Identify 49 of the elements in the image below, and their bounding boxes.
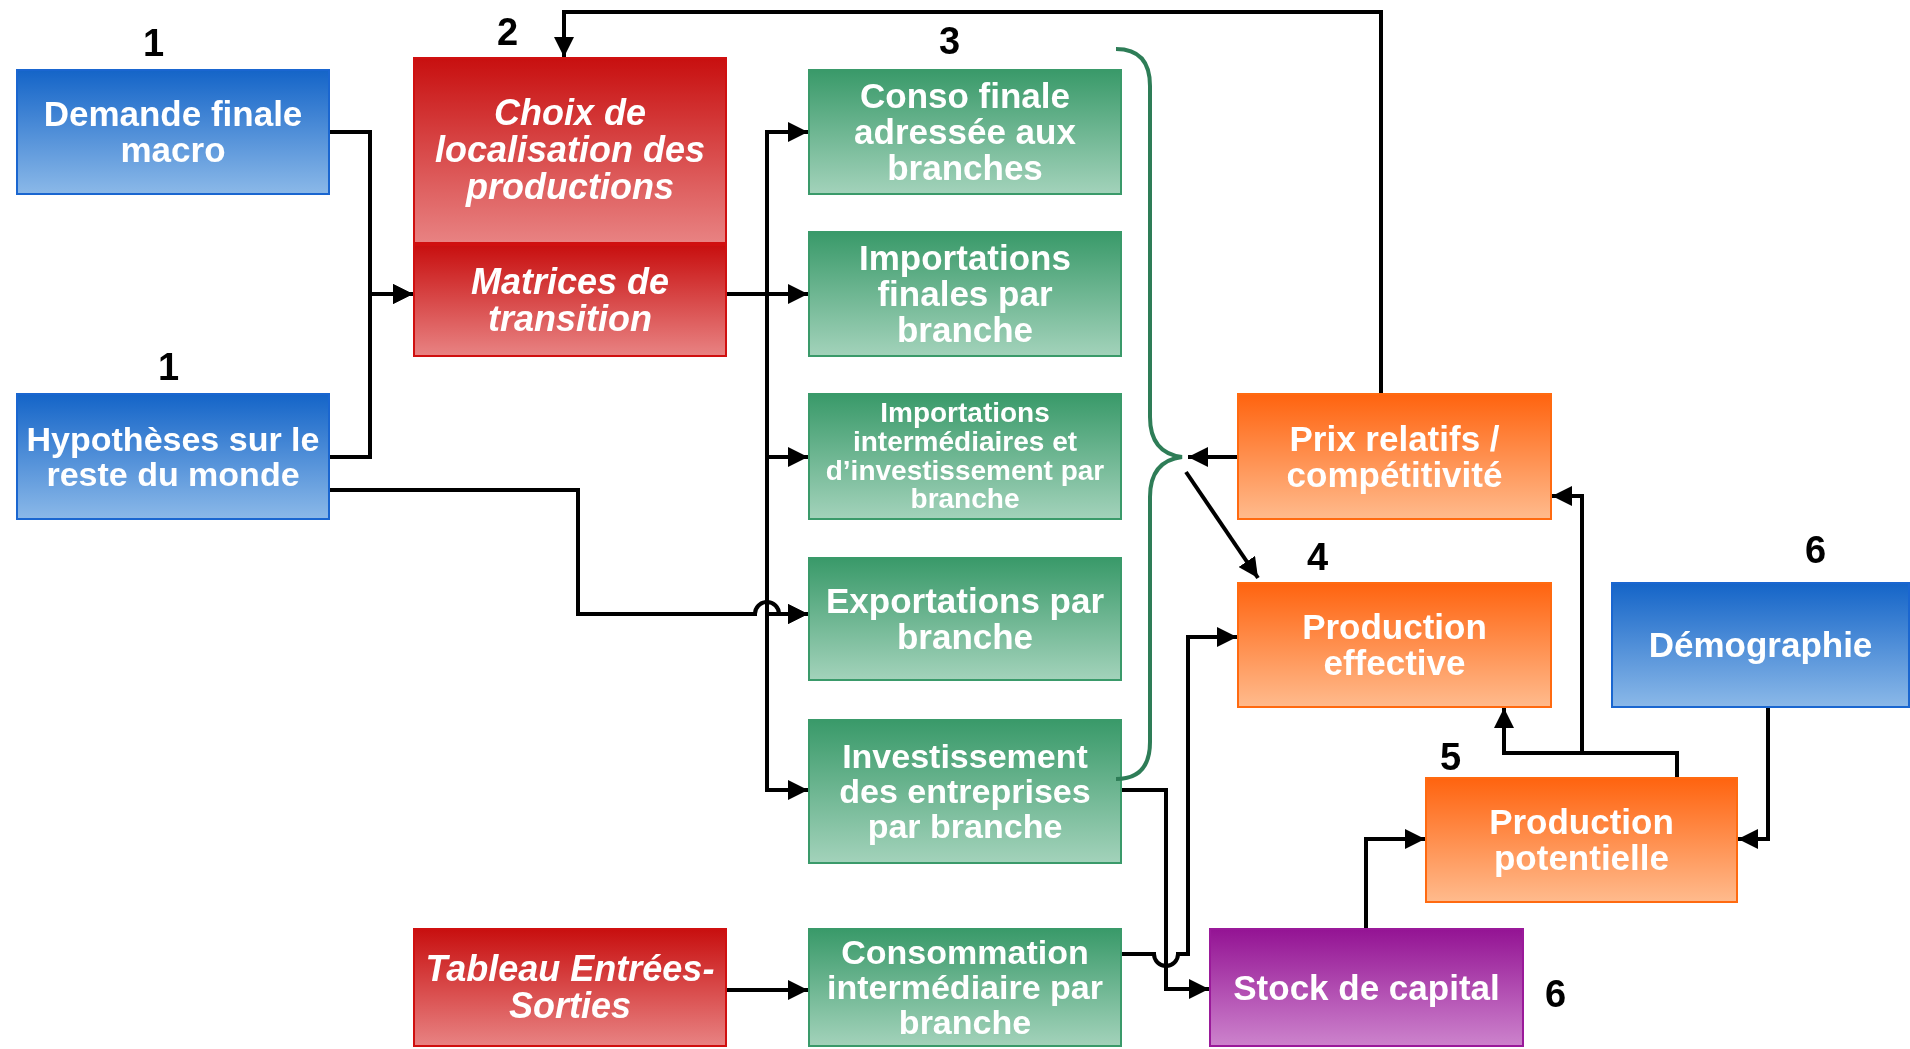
box-label: Choix de localisation des productions xyxy=(433,95,707,206)
box-label: Matrices de transition xyxy=(469,263,671,338)
box-label: Stock de capital xyxy=(1232,969,1501,1006)
process-box xyxy=(808,557,1122,681)
box-label: Production potentielle xyxy=(1488,804,1675,876)
process-box xyxy=(808,69,1122,195)
arrow xyxy=(1738,708,1770,849)
arrow xyxy=(1122,788,1209,999)
process-box xyxy=(1209,928,1524,1047)
process-box xyxy=(1237,582,1552,708)
arrow xyxy=(1184,470,1260,580)
box-label: Consommation intermédiaire par branche xyxy=(826,935,1104,1040)
process-box xyxy=(808,393,1122,520)
arrow xyxy=(554,10,1383,393)
box-label: Demande finale macro xyxy=(42,96,304,168)
box-label: Tableau Entrées-Sorties xyxy=(424,950,716,1025)
step-number: 6 xyxy=(1545,973,1567,1016)
process-box xyxy=(808,719,1122,864)
box-label: Exportations par branche xyxy=(824,583,1106,655)
process-box xyxy=(16,69,330,195)
process-box xyxy=(413,57,727,244)
process-box xyxy=(413,244,727,357)
arrow xyxy=(1552,486,1679,777)
process-box xyxy=(1425,777,1738,903)
step-number: 5 xyxy=(1440,736,1462,779)
process-box xyxy=(1611,582,1910,708)
arrow xyxy=(1364,829,1425,928)
box-label: Investissement des entreprises par branche xyxy=(838,739,1092,844)
box-label: Conso finale adressée aux branches xyxy=(853,78,1077,186)
process-box xyxy=(16,393,330,520)
process-box xyxy=(1237,393,1552,520)
process-box xyxy=(808,231,1122,357)
arrow xyxy=(1188,447,1237,467)
arrow xyxy=(1122,627,1237,968)
step-number: 6 xyxy=(1805,529,1827,572)
arrow xyxy=(727,980,808,1000)
box-label: Importations intermédiaires et d’investissement par branche xyxy=(824,399,1106,514)
process-box xyxy=(413,928,727,1047)
step-number: 4 xyxy=(1307,536,1329,579)
box-label: Prix relatifs / compétitivité xyxy=(1285,420,1504,493)
step-number: 1 xyxy=(143,22,165,65)
process-box xyxy=(808,928,1122,1047)
box-label: Importations finales par branche xyxy=(858,240,1072,348)
step-number: 1 xyxy=(158,346,180,389)
box-label: Production effective xyxy=(1301,609,1488,681)
step-number: 2 xyxy=(497,11,519,54)
group-number: 3 xyxy=(939,20,961,63)
box-label: Démographie xyxy=(1647,627,1874,663)
box-label: Hypothèses sur le reste du monde xyxy=(25,421,321,492)
